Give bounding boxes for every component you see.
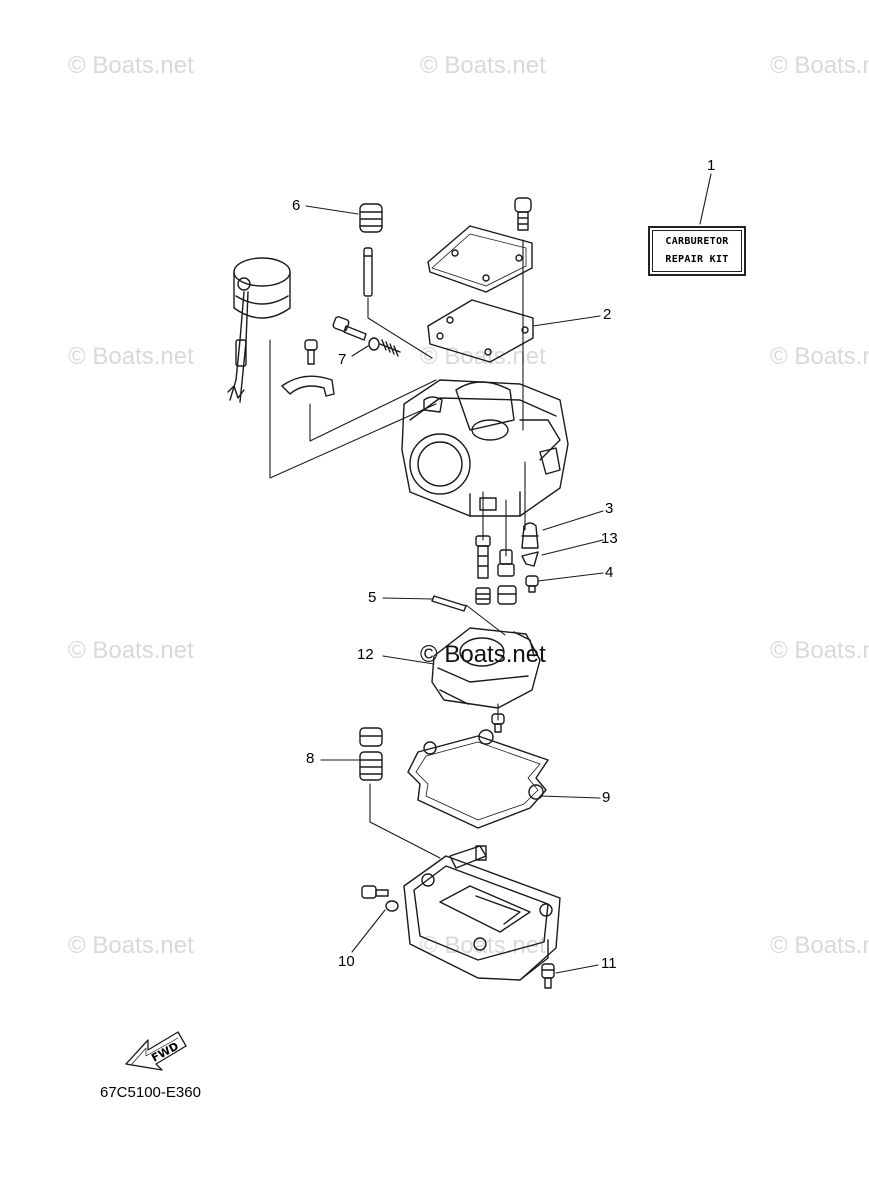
- drain-screw: [361, 885, 399, 912]
- watermark: © Boats.net: [68, 637, 194, 664]
- float-pin: [431, 595, 467, 612]
- center-watermark: © Boats.net: [420, 641, 546, 668]
- float-bowl-gasket: [407, 729, 549, 829]
- carburetor-body: [401, 379, 569, 517]
- watermark: © Boats.net: [770, 52, 869, 79]
- watermark: © Boats.net: [420, 52, 546, 79]
- needle-valve: [521, 522, 539, 549]
- float-pin-screw: [525, 575, 539, 593]
- callout-1: 1: [707, 157, 716, 174]
- watermark: © Boats.net: [770, 343, 869, 370]
- float: [431, 627, 541, 733]
- watermark: © Boats.net: [770, 932, 869, 959]
- carburetor-repair-kit-label: CARBURETOR REPAIR KIT: [648, 226, 746, 276]
- assembly-lines: [269, 239, 526, 859]
- watermark: © Boats.net: [68, 52, 194, 79]
- cover-screw: [514, 197, 532, 231]
- watermark: © Boats.net: [420, 932, 546, 959]
- top-cover-plate: [427, 225, 533, 293]
- gasket-top: [427, 299, 534, 363]
- callout-7: 7: [338, 351, 347, 368]
- watermark: © Boats.net: [68, 932, 194, 959]
- leader-lines: [305, 173, 712, 974]
- pilot-screw-cap: [359, 203, 383, 297]
- callout-13: 13: [601, 530, 618, 547]
- callout-11: 11: [601, 955, 617, 972]
- throttle-bracket: [281, 339, 335, 397]
- diagram-code: 67C5100-E360: [100, 1084, 201, 1101]
- callout-5: 5: [368, 589, 377, 606]
- bowl-screw: [541, 963, 555, 989]
- fwd-arrow-icon: [125, 1031, 187, 1071]
- float-bowl-plug: [359, 727, 383, 781]
- pilot-screw-set: [332, 316, 401, 357]
- fwd-label: FWD: [149, 1040, 181, 1065]
- kit-label-line1: CARBURETOR: [665, 236, 729, 247]
- callout-4: 4: [605, 564, 614, 581]
- watermark: © Boats.net: [770, 637, 869, 664]
- callout-9: 9: [602, 789, 611, 806]
- callout-6: 6: [292, 197, 301, 214]
- solenoid-valve: [227, 257, 291, 403]
- main-nozzle: [475, 535, 491, 605]
- callout-8: 8: [306, 750, 315, 767]
- callout-10: 10: [338, 953, 355, 970]
- callout-12: 12: [357, 646, 374, 663]
- callout-2: 2: [603, 306, 612, 323]
- float-bowl: [403, 845, 561, 981]
- callout-3: 3: [605, 500, 614, 517]
- kit-label-line2: REPAIR KIT: [665, 254, 729, 265]
- watermark: © Boats.net: [68, 343, 194, 370]
- main-jet: [497, 549, 517, 605]
- needle-clip: [521, 551, 539, 567]
